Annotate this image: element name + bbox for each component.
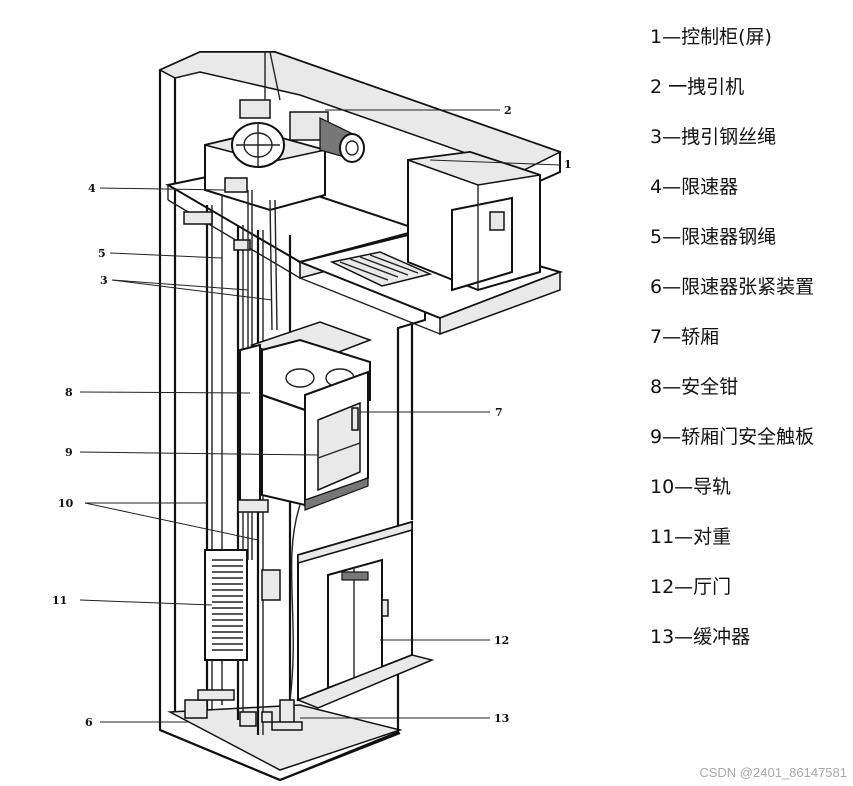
landing-door [295, 520, 435, 709]
callout-4: 4 [88, 182, 96, 195]
callout-5: 5 [98, 247, 106, 260]
traction-machine [204, 51, 365, 212]
legend: 1—控制柜(屏) 2 一拽引机 3—拽引钢丝绳 4—限速器 5—限速器钢绳 6—… [650, 22, 850, 672]
callout-1: 1 [564, 158, 572, 171]
legend-item-12: 12—厅门 [650, 576, 732, 598]
car [237, 321, 373, 513]
legend-item-1: 1—控制柜(屏) [650, 26, 772, 48]
legend-item-8: 8—安全钳 [650, 376, 739, 398]
buffers [184, 689, 303, 731]
legend-item-7: 7—轿厢 [650, 326, 720, 348]
callout-8: 8 [65, 386, 73, 399]
callout-13: 13 [494, 712, 509, 725]
legend-item-6: 6—限速器张紧装置 [650, 276, 815, 298]
callout-3: 3 [100, 274, 108, 287]
control-cabinet [407, 150, 541, 292]
callout-9: 9 [65, 446, 73, 459]
callout-11: 11 [52, 594, 67, 607]
leader-lines [79, 109, 561, 723]
legend-item-11: 11—对重 [650, 526, 732, 548]
callout-12: 12 [494, 634, 509, 647]
callout-7: 7 [495, 406, 503, 419]
callout-labels: 1 2 3 4 5 6 7 8 9 10 11 12 13 [52, 104, 572, 729]
legend-item-13: 13—缓冲器 [650, 626, 751, 648]
callout-6: 6 [85, 716, 93, 729]
legend-item-2: 2 一拽引机 [650, 76, 745, 98]
legend-item-4: 4—限速器 [650, 176, 739, 198]
watermark: CSDN @2401_86147581 [699, 765, 847, 780]
callout-2: 2 [504, 104, 512, 117]
legend-item-9: 9—轿厢门安全触板 [650, 426, 815, 448]
elevator-diagram: 1 2 3 4 5 6 7 8 9 10 11 12 13 [52, 51, 572, 782]
legend-item-3: 3—拽引钢丝绳 [650, 126, 777, 148]
legend-item-5: 5—限速器钢绳 [650, 226, 777, 248]
legend-item-10: 10—导轨 [650, 476, 732, 498]
callout-10: 10 [58, 497, 74, 510]
